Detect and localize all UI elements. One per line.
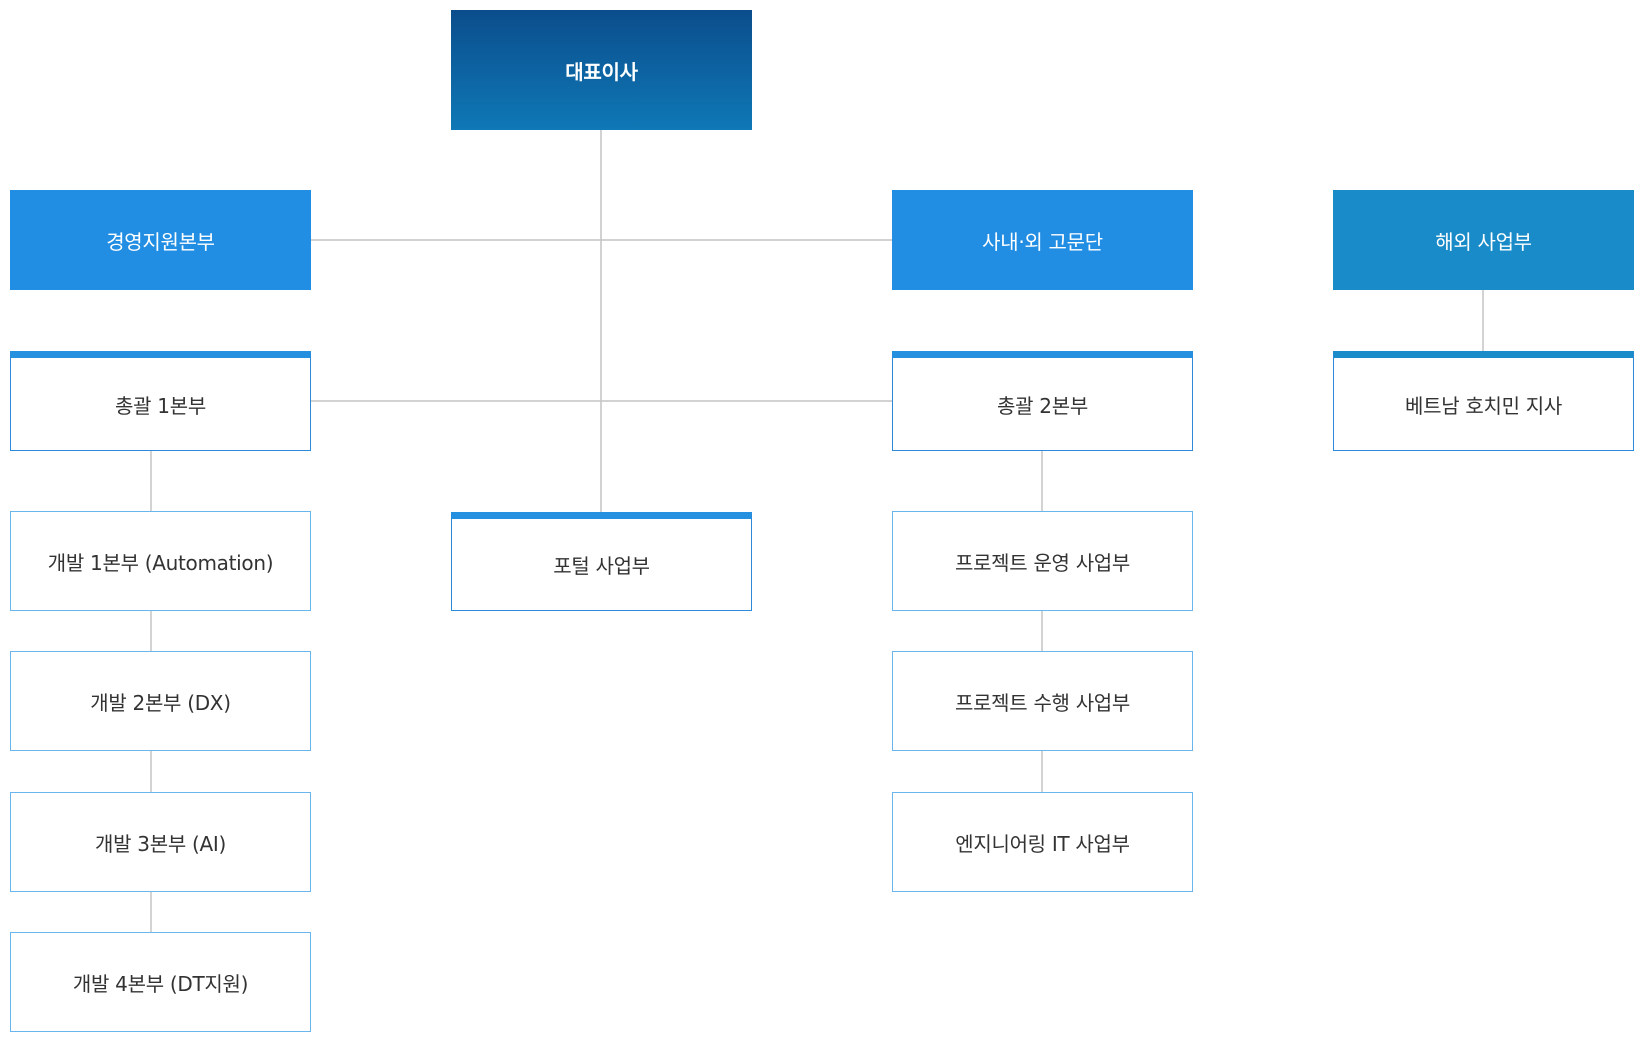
advisory-label: 사내·외 고문단 bbox=[982, 229, 1103, 254]
engineering-it-label: 엔지니어링 IT 사업부 bbox=[955, 831, 1130, 856]
project-exec-label: 프로젝트 수행 사업부 bbox=[954, 690, 1130, 715]
management-support-label: 경영지원본부 bbox=[106, 229, 215, 254]
ceo-box: 대표이사 bbox=[451, 10, 752, 130]
portal-label: 포털 사업부 bbox=[553, 554, 650, 578]
dev-4-label: 개발 4본부 (DT지원) bbox=[72, 971, 249, 996]
general-2-label: 총괄 2본부 bbox=[997, 393, 1088, 418]
dev-1-label: 개발 1본부 (Automation) bbox=[47, 550, 274, 575]
advisory-box: 사내·외 고문단 bbox=[892, 190, 1193, 290]
dev-2-label: 개발 2본부 (DX) bbox=[90, 690, 231, 715]
project-ops-label: 프로젝트 운영 사업부 bbox=[954, 550, 1130, 575]
overseas-label: 해외 사업부 bbox=[1435, 229, 1532, 254]
general-1-box: 총괄 1본부 bbox=[10, 351, 311, 451]
vietnam-label: 베트남 호치민 지사 bbox=[1405, 393, 1562, 418]
dev-3-label: 개발 3본부 (AI) bbox=[95, 831, 226, 856]
dev-4-box: 개발 4본부 (DT지원) bbox=[10, 932, 311, 1032]
dev-1-box: 개발 1본부 (Automation) bbox=[10, 511, 311, 611]
general-1-label: 총괄 1본부 bbox=[115, 393, 206, 418]
dev-2-box: 개발 2본부 (DX) bbox=[10, 651, 311, 751]
engineering-it-box: 엔지니어링 IT 사업부 bbox=[892, 792, 1193, 892]
ceo-label: 대표이사 bbox=[565, 59, 638, 84]
project-ops-box: 프로젝트 운영 사업부 bbox=[892, 511, 1193, 611]
project-exec-box: 프로젝트 수행 사업부 bbox=[892, 651, 1193, 751]
management-support-box: 경영지원본부 bbox=[10, 190, 311, 290]
general-2-box: 총괄 2본부 bbox=[892, 351, 1193, 451]
vietnam-box: 베트남 호치민 지사 bbox=[1333, 351, 1634, 451]
portal-box: 포털 사업부 bbox=[451, 512, 752, 611]
overseas-box: 해외 사업부 bbox=[1333, 190, 1634, 290]
dev-3-box: 개발 3본부 (AI) bbox=[10, 792, 311, 892]
